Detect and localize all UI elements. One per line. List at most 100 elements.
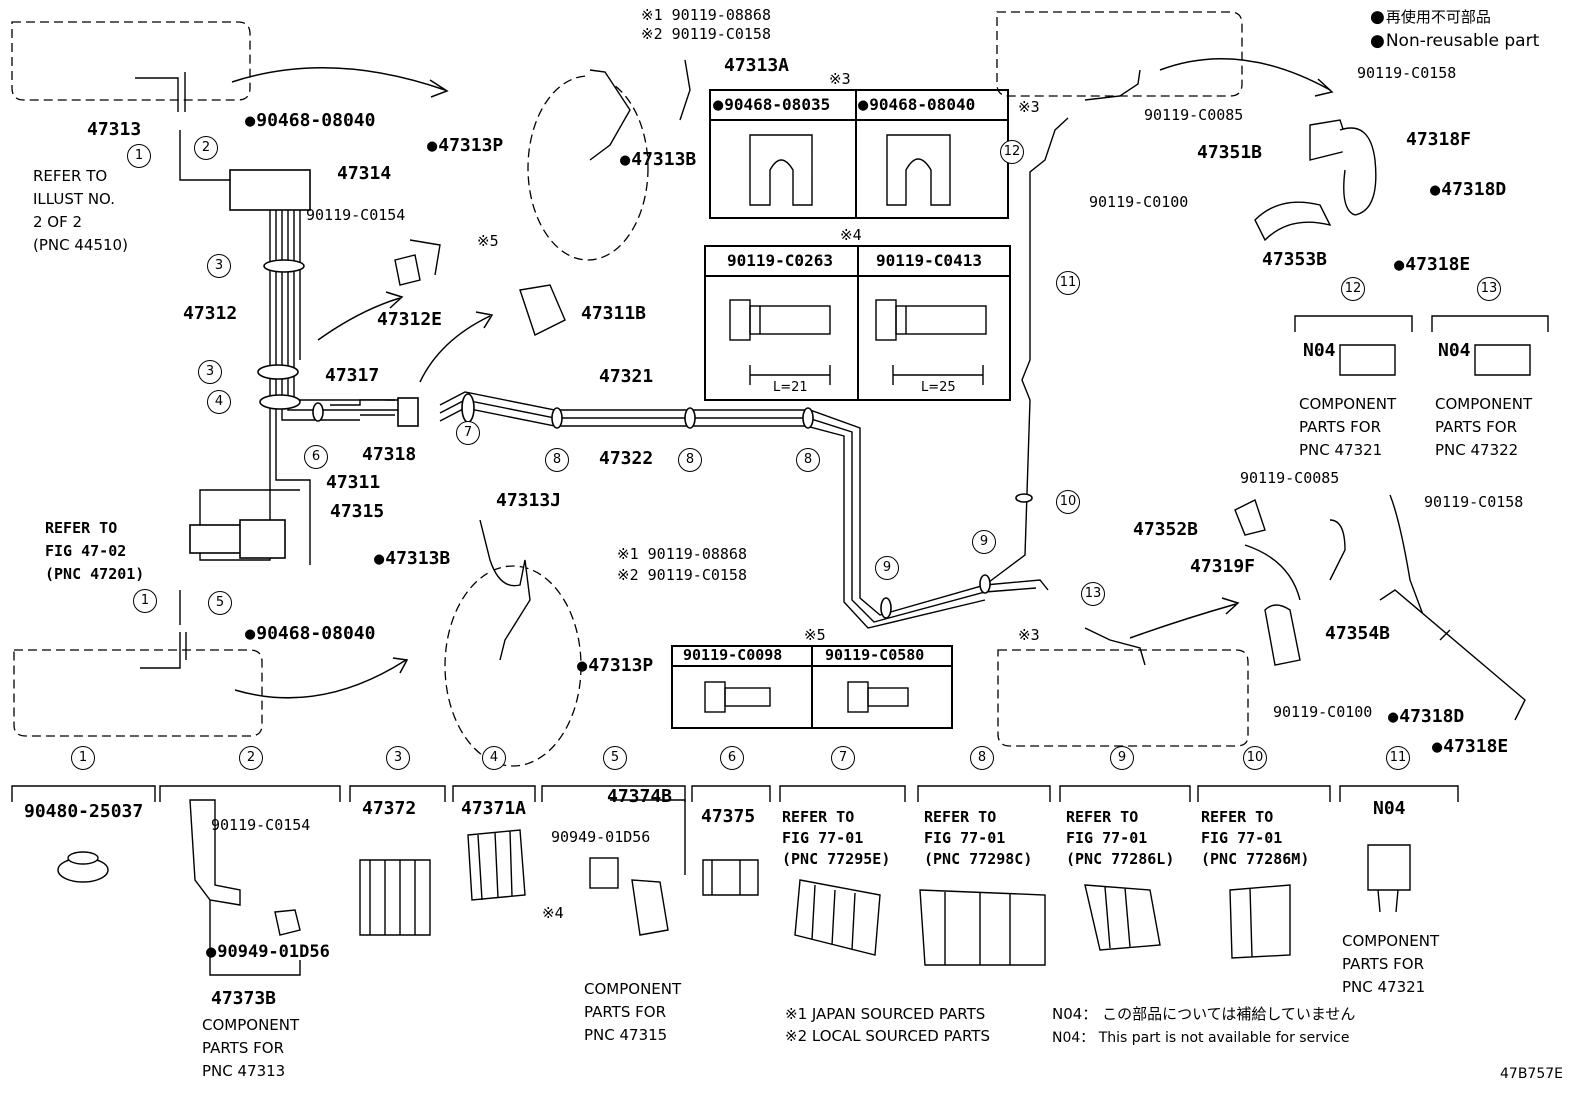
callout-3-top: 3 [207, 254, 231, 278]
part-brackets [11, 315, 1549, 976]
part-47353b: 47353B [1262, 249, 1328, 270]
part-47313p-bottom: 47313P [577, 657, 653, 675]
bottom-callout-1: 1 [71, 746, 95, 770]
table3-col2: 90468-08040 [858, 97, 975, 114]
bolt-90119-08868-top: ※1 90119-08868 [641, 6, 771, 24]
bottom5-x4: ※4 [542, 904, 564, 922]
part-47322: 47322 [599, 448, 654, 469]
table4-col2: 90119-C0413 [876, 251, 982, 270]
table4-dim2: L=25 [921, 380, 956, 395]
callout-8a: 8 [545, 448, 569, 472]
bolt-90119-c0158-bottom: ※2 90119-C0158 [617, 566, 747, 584]
part-47318d-top: 47318D [1430, 181, 1506, 199]
part-47318d-bottom: 47318D [1388, 708, 1464, 726]
part-47315: 47315 [330, 501, 385, 522]
callout-7: 7 [456, 421, 480, 445]
bottom9-refer: REFER TO FIG 77-01 (PNC 77286L) [1066, 808, 1175, 868]
part-47313j: 47313J [496, 490, 562, 511]
part-47313b-top: 47313B [620, 151, 696, 169]
callout-9a: 9 [875, 556, 899, 580]
part-glyphs [57, 59, 1531, 966]
table4-col1: 90119-C0263 [727, 251, 833, 270]
bottom-callout-10: 10 [1243, 746, 1267, 770]
bolt-90119-c0158-right2: 90119-C0158 [1424, 493, 1524, 511]
part-47312e: 47312E [377, 309, 443, 330]
callout-13: 13 [1081, 582, 1105, 606]
callout-3-mid: 3 [198, 360, 222, 384]
bottom-callout-6: 6 [720, 746, 744, 770]
table4-dim1: L=21 [773, 380, 808, 395]
note-x3-top: ※3 [1018, 98, 1040, 116]
bottom4-part: 47371A [461, 798, 527, 819]
clip12-code: N04 [1303, 340, 1336, 361]
callout-9b: 9 [972, 530, 996, 554]
bottom3-part: 47372 [362, 798, 417, 819]
bottom8-refer: REFER TO FIG 77-01 (PNC 77298C) [924, 808, 1033, 868]
note-japan-sourced: ※1 JAPAN SOURCED PARTS [785, 1005, 986, 1023]
table5-mark: ※5 [804, 626, 826, 644]
bottom5-part: 47374B [607, 786, 673, 807]
clip12-desc: COMPONENT PARTS FOR PNC 47321 [1299, 395, 1397, 459]
part-47313b-bottom: 47313B [374, 550, 450, 568]
refer-fig-47-02: REFER TO FIG 47-02 (PNC 47201) [45, 519, 145, 583]
part-47311: 47311 [326, 472, 381, 493]
clip-90468-08040-bottom: 90468-08040 [245, 625, 375, 643]
bottom2-part2: 90949-01D56 [206, 944, 330, 961]
table3-col1: 90468-08035 [713, 97, 830, 114]
note-x5: ※5 [477, 232, 499, 250]
part-47321: 47321 [599, 366, 654, 387]
part-47311b: 47311B [581, 303, 647, 324]
bottom10-refer: REFER TO FIG 77-01 (PNC 77286M) [1201, 808, 1310, 868]
part-47352b: 47352B [1133, 519, 1199, 540]
note-n04-jp: N04： この部品については補給していません [1052, 1005, 1356, 1023]
part-47318: 47318 [362, 444, 417, 465]
bottom5-part2: 90949-01D56 [551, 828, 651, 846]
bottom-callout-2: 2 [239, 746, 263, 770]
bottom6-part: 47375 [701, 806, 756, 827]
bottom2-desc: COMPONENT PARTS FOR PNC 47313 [202, 1016, 300, 1080]
part-47314: 47314 [337, 163, 392, 184]
part-47351b: 47351B [1197, 142, 1263, 163]
callout-12: 12 [1000, 140, 1024, 164]
legend-jp: 再使用不可部品 [1370, 9, 1491, 26]
callout-8b: 8 [678, 448, 702, 472]
vehicle-outline [11, 11, 1249, 767]
junction-blocks [189, 169, 1033, 619]
bolt-90119-c0154: 90119-C0154 [306, 206, 406, 224]
callout-10: 10 [1056, 490, 1080, 514]
bottom-callout-8: 8 [970, 746, 994, 770]
direction-arrows [231, 58, 1334, 699]
part-47313p-top: 47313P [427, 137, 503, 155]
bolt-90119-c0158-top: ※2 90119-C0158 [641, 25, 771, 43]
callout-2-top: 2 [194, 136, 218, 160]
table-clip-shapes [704, 134, 987, 713]
part-47318f: 47318F [1406, 129, 1472, 150]
callout-11: 11 [1056, 271, 1080, 295]
part-47317: 47317 [325, 365, 380, 386]
part-47354b: 47354B [1325, 623, 1391, 644]
bottom-callout-11: 11 [1386, 746, 1410, 770]
bottom11-desc: COMPONENT PARTS FOR PNC 47321 [1342, 932, 1440, 996]
callout-4: 4 [207, 390, 231, 414]
clip13-desc: COMPONENT PARTS FOR PNC 47322 [1435, 395, 1533, 459]
part-47313a: 47313A [724, 55, 790, 76]
part-47312: 47312 [183, 303, 238, 324]
bottom2-part3: 47373B [211, 988, 277, 1009]
bottom11-part: N04 [1373, 798, 1406, 819]
clip-90468-08040-top: 90468-08040 [245, 112, 375, 130]
note-local-sourced: ※2 LOCAL SOURCED PARTS [785, 1027, 990, 1045]
refer-illust: REFER TO ILLUST NO. 2 OF 2 (PNC 44510) [33, 167, 128, 254]
callout-8c: 8 [796, 448, 820, 472]
bolt-90119-c0158-right: 90119-C0158 [1357, 64, 1457, 82]
bottom5-desc: COMPONENT PARTS FOR PNC 47315 [584, 980, 682, 1044]
bottom1-part: 90480-25037 [24, 801, 144, 822]
bottom7-refer: REFER TO FIG 77-01 (PNC 77295E) [782, 808, 891, 868]
part-47319f: 47319F [1190, 556, 1256, 577]
callout-6: 6 [304, 445, 328, 469]
bottom-callout-5: 5 [603, 746, 627, 770]
table5-col2: 90119-C0580 [825, 646, 925, 664]
bolt-90119-c0100-right2: 90119-C0100 [1273, 703, 1373, 721]
diagram-id: 47B757E [1500, 1066, 1563, 1082]
callout-1-bottom: 1 [133, 589, 157, 613]
